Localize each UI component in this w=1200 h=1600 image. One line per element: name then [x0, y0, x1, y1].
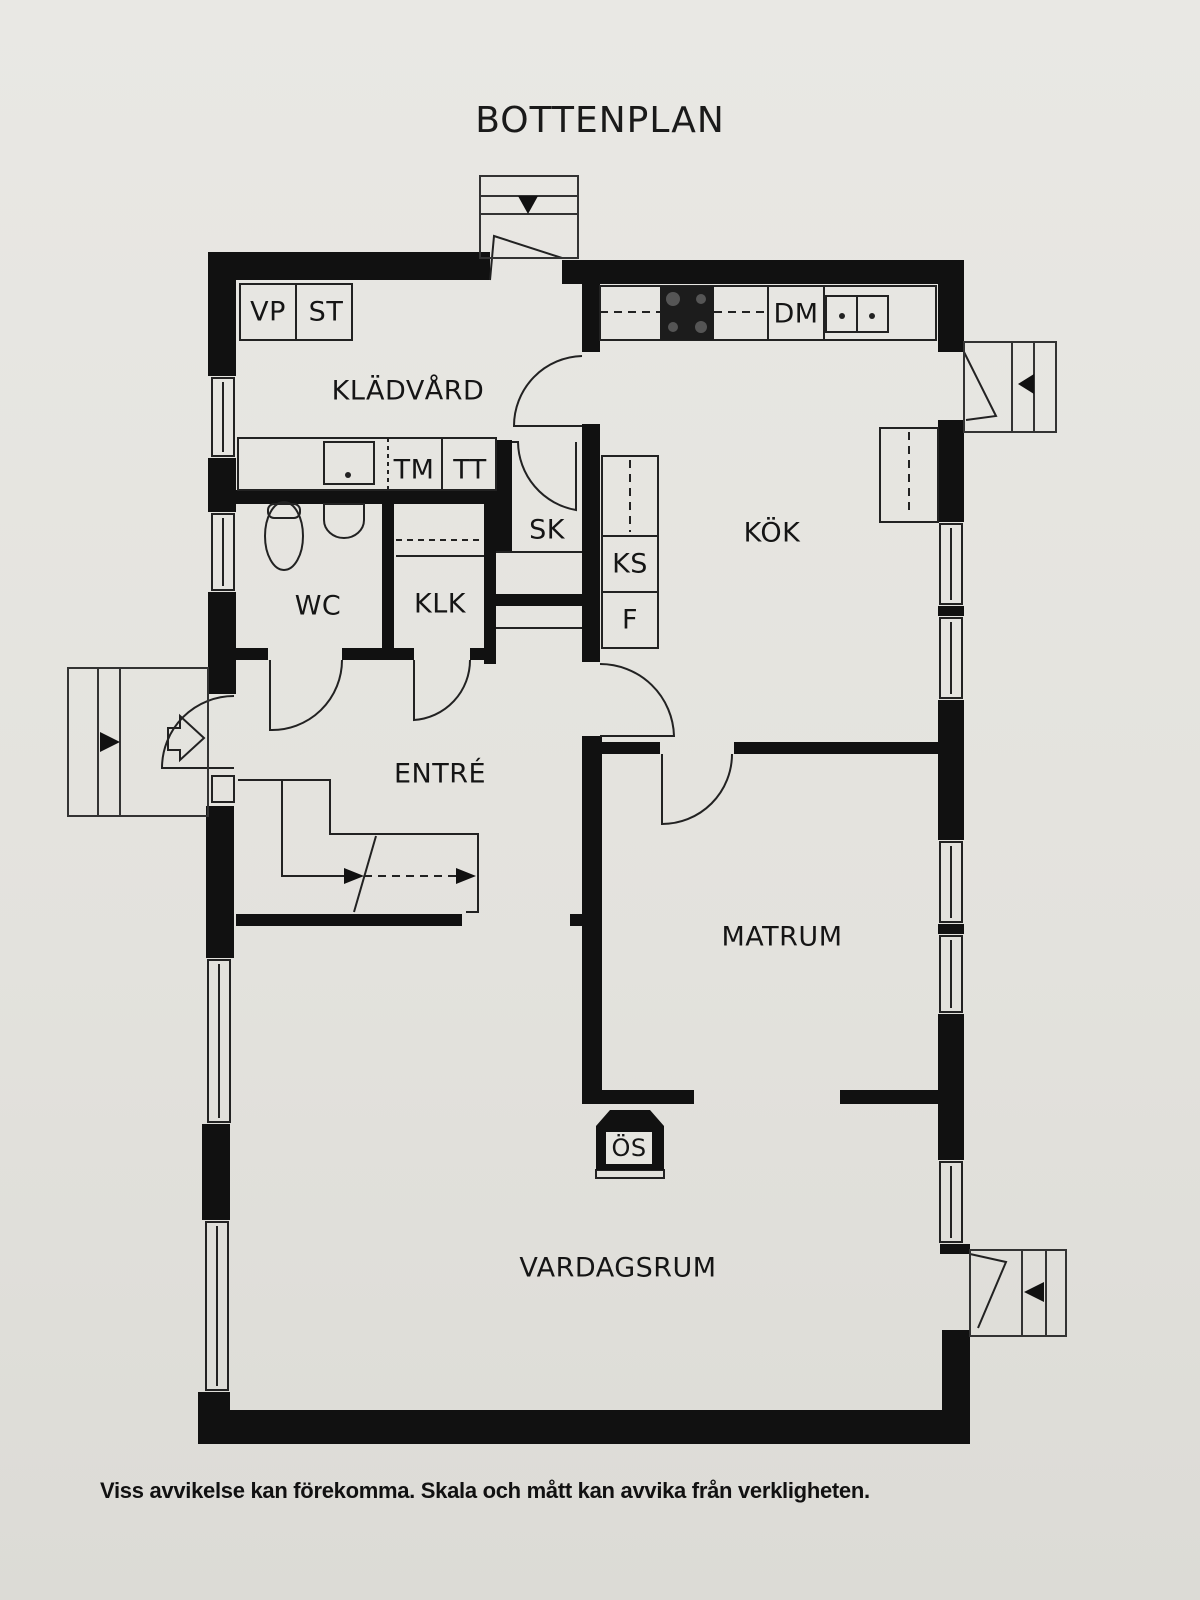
fixtures	[237, 283, 939, 1179]
page-title: BOTTENPLAN	[475, 100, 725, 141]
room-label-kok: KÖK	[743, 517, 801, 549]
room-label-matrum: MATRUM	[721, 921, 843, 953]
room-label-kladvard: KLÄDVÅRD	[331, 375, 485, 407]
room-label-entre: ENTRÉ	[393, 758, 487, 790]
fixture-label-dm: DM	[773, 298, 819, 330]
room-label-sk: SK	[529, 514, 565, 546]
fixture-label-tt: TT	[453, 454, 487, 486]
fixture-label-st: ST	[308, 296, 344, 328]
walls	[198, 252, 970, 1444]
room-label-vardagsrum: VARDAGSRUM	[519, 1252, 717, 1284]
disclaimer-footer: Viss avvikelse kan förekomma. Skala och …	[100, 1478, 870, 1503]
room-label-wc: WC	[294, 590, 342, 622]
fixture-label-f: F	[621, 604, 639, 636]
fixture-label-os: ÖS	[611, 1134, 647, 1162]
fixture-label-ks: KS	[612, 548, 648, 580]
fixture-label-tm: TM	[393, 454, 435, 486]
room-label-klk: KLK	[414, 588, 466, 620]
door-swings	[160, 234, 1008, 1329]
fixture-label-vp: VP	[250, 296, 286, 328]
windows	[205, 377, 963, 1391]
